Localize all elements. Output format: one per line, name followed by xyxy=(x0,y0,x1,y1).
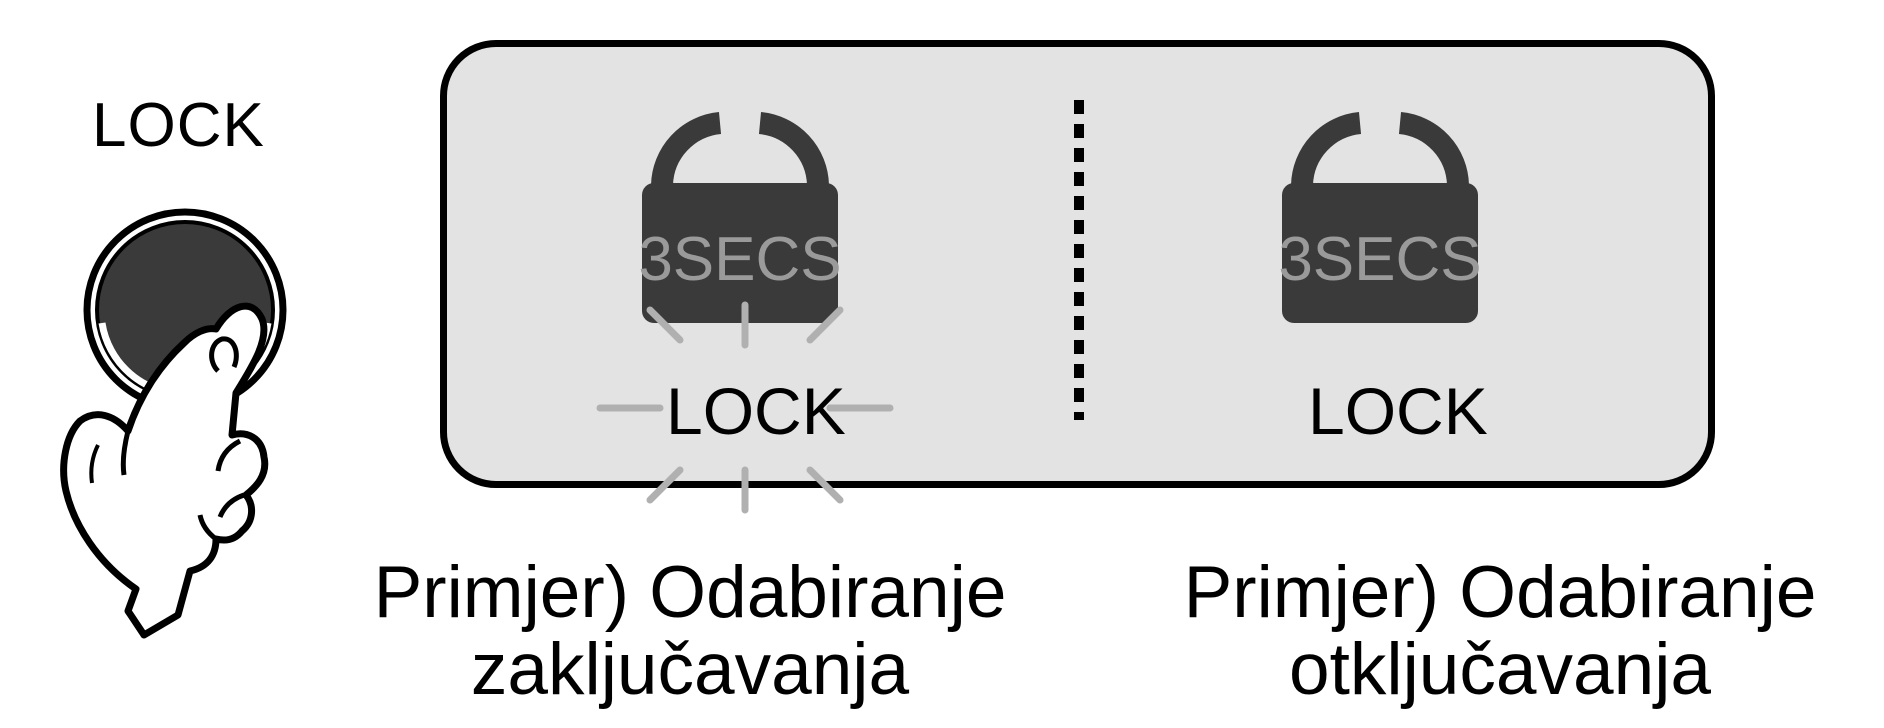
caption-line: otključavanja xyxy=(1288,628,1712,710)
padlock-icon-flashing: 3SECS xyxy=(638,112,842,323)
lock-indicator-left: LOCK xyxy=(666,374,846,448)
padlock-text: 3SECS xyxy=(1278,225,1481,294)
hand-pressing-button-icon[interactable] xyxy=(40,195,300,665)
caption-line: Primjer) Odabiranje xyxy=(373,552,1007,633)
caption-lock-example: Primjer) Odabiranje zaključavanja xyxy=(305,552,1075,710)
caption-line: zaključavanja xyxy=(470,628,910,710)
flash-rays xyxy=(596,301,894,514)
caption-line: Primjer) Odabiranje xyxy=(1183,552,1817,633)
lock-indicator-right: LOCK xyxy=(1308,374,1488,448)
lock-button-label: LOCK xyxy=(92,91,265,160)
caption-unlock-example: Primjer) Odabiranje otključavanja xyxy=(1120,552,1880,710)
padlock-text: 3SECS xyxy=(638,225,841,294)
padlock-icon: 3SECS xyxy=(1278,112,1482,323)
dotted-divider xyxy=(1074,100,1084,420)
